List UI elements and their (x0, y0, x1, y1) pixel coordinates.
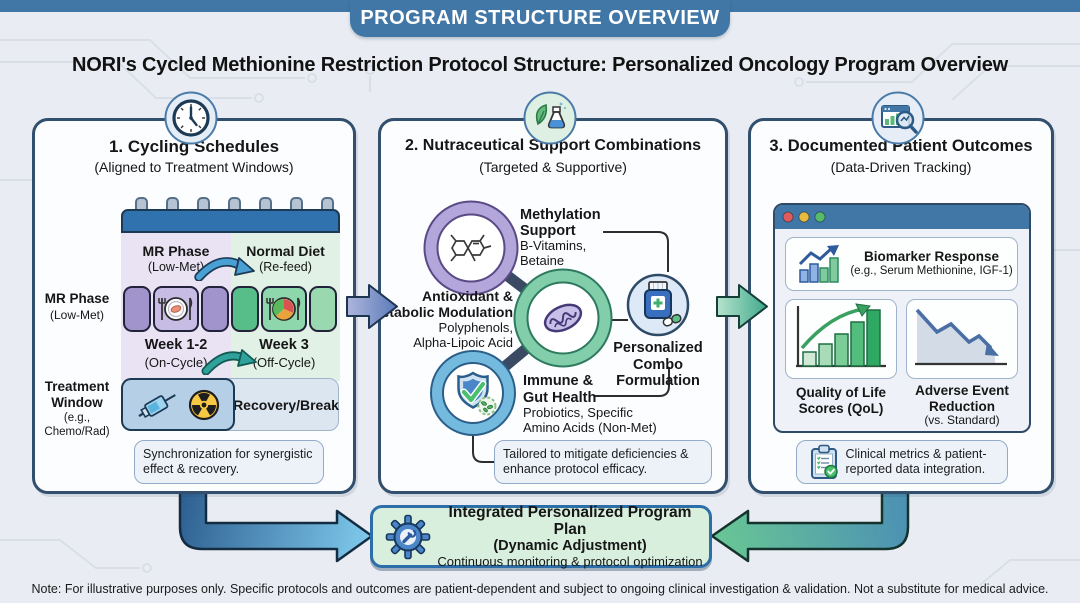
calendar-normal-diet-sub: (Re-feed) (259, 260, 312, 274)
page-title: NORI's Cycled Methionine Restriction Pro… (72, 54, 1008, 76)
outcomes-note: Clinical metrics & patient-reported data… (796, 440, 1008, 484)
flow-arrow-2-3 (716, 284, 768, 329)
cycle-transition-arrow-icon (201, 349, 257, 375)
qol-card (785, 299, 897, 379)
biomarker-title: Biomarker Response (863, 249, 1000, 264)
week-on-label: Week 1-2 (144, 337, 208, 353)
panel-patient-outcomes: 3. Documented Patient Outcomes (Data-Dri… (748, 118, 1054, 494)
calendar-cell-normal (231, 286, 259, 332)
treatment-window-label2: Window (51, 395, 103, 410)
integration-text: Integrated Personalized Program Plan (Dy… (431, 504, 709, 570)
mitochondria-icon (543, 303, 583, 333)
qol-bar-chart-icon (796, 303, 886, 368)
qol-label: Quality of Life Scores (QoL) (795, 385, 886, 416)
biomarker-card: Biomarker Response (e.g., Serum Methioni… (785, 237, 1018, 291)
calendar-cell-normal (309, 286, 337, 332)
integration-title: Integrated Personalized Program Plan (448, 503, 692, 539)
footer-disclaimer: Note: For illustrative purposes only. Sp… (31, 582, 1049, 596)
clock-icon (164, 91, 218, 145)
mr-phase-row-label: MR Phase (44, 291, 110, 306)
traffic-dots-icon (782, 211, 826, 223)
browser-titlebar (775, 205, 1029, 229)
treatment-window-label: Treatment (44, 379, 110, 394)
calendar-cell-mr-meal (153, 286, 199, 332)
syringe-icon (138, 393, 176, 418)
integration-subtitle: (Dynamic Adjustment) (493, 538, 647, 555)
calendar-mr-phase-label: MR Phase (142, 243, 210, 259)
nutraceutical-note: Tailored to mitigate deficiencies & enha… (494, 440, 712, 484)
adverse-label: Adverse Event Reduction (vs. Standard) (915, 383, 1009, 428)
adverse-line-chart-icon (915, 308, 1007, 366)
nutraceutical-rings-graphic (423, 200, 690, 463)
banner: PROGRAM STRUCTURE OVERVIEW (350, 0, 730, 37)
refeed-meal-plate-icon (266, 297, 301, 321)
clipboard-check-icon (810, 444, 838, 479)
gear-wrench-icon (385, 514, 431, 559)
integration-caption: Continuous monitoring & protocol optimiz… (437, 553, 703, 569)
biomarker-bar-chart-icon (798, 245, 839, 283)
panel-nutraceutical-support: 2. Nutraceutical Support Combinations (T… (370, 118, 728, 494)
antioxidant-label: Antioxidant & Metabolic Modulation Polyp… (369, 288, 513, 350)
browser-window: Biomarker Response (e.g., Serum Methioni… (773, 203, 1031, 433)
week-off-sub: (Off-Cycle) (252, 355, 316, 370)
calendar-cell-normal-meal (261, 286, 307, 332)
calendar-cell-mr (123, 286, 151, 332)
flow-arrow-1-2 (346, 284, 398, 329)
banner-label: PROGRAM STRUCTURE OVERVIEW (360, 7, 720, 29)
methylation-label: Methylation Support B-Vitamins, Betaine (520, 207, 601, 269)
pill-bottle-icon (644, 281, 682, 327)
cycling-note: Synchronization for synergistic effect &… (134, 440, 324, 484)
week-off-label: Week 3 (259, 337, 309, 353)
calendar-cell-mr (201, 286, 229, 332)
calendar-normal-diet-label: Normal Diet (246, 243, 325, 259)
recovery-break-label: Recovery/Break (233, 397, 339, 413)
mr-phase-row-sub: (Low-Met) (49, 308, 104, 322)
refeed-transition-arrow-icon (194, 257, 255, 281)
radiation-icon (188, 389, 220, 420)
panel-cycling-schedules: 1. Cycling Schedules (Aligned to Treatme… (32, 118, 356, 494)
panel2-title: 2. Nutraceutical Support Combinations (404, 137, 702, 154)
immune-label: Immune & Gut Health Probiotics, Specific… (523, 373, 657, 435)
panel2-subtitle: (Targeted & Supportive) (479, 159, 627, 175)
integration-box: Integrated Personalized Program Plan (Dy… (370, 504, 712, 570)
low-met-meal-plate-icon (158, 297, 193, 321)
calendar-mr-phase-sub: (Low-Met) (147, 260, 205, 274)
combo-label: Personalized Combo Formulation (613, 340, 703, 390)
molecule-icon (450, 234, 492, 262)
microbes-icon (477, 396, 497, 416)
week-on-sub: (On-Cycle) (144, 355, 208, 370)
panel1-subtitle: (Aligned to Treatment Windows) (94, 159, 294, 175)
panel3-subtitle: (Data-Driven Tracking) (830, 159, 972, 175)
panel1-title: 1. Cycling Schedules (108, 137, 280, 156)
left-curved-arrow (178, 484, 374, 563)
treatment-window-sub: (e.g., (63, 412, 91, 424)
treatment-box (121, 378, 235, 431)
chart-magnifier-icon (871, 91, 925, 145)
treatment-window-sub2: Chemo/Rad) (44, 426, 110, 438)
calendar-header (121, 209, 340, 233)
immune-shield-icon (457, 371, 497, 416)
leaf-flask-icon (523, 91, 577, 145)
right-curved-arrow (710, 484, 910, 563)
panel3-title: 3. Documented Patient Outcomes (769, 137, 1033, 155)
biomarker-sub: (e.g., Serum Methionine, IGF-1) (850, 265, 1013, 278)
adverse-card (906, 299, 1018, 379)
